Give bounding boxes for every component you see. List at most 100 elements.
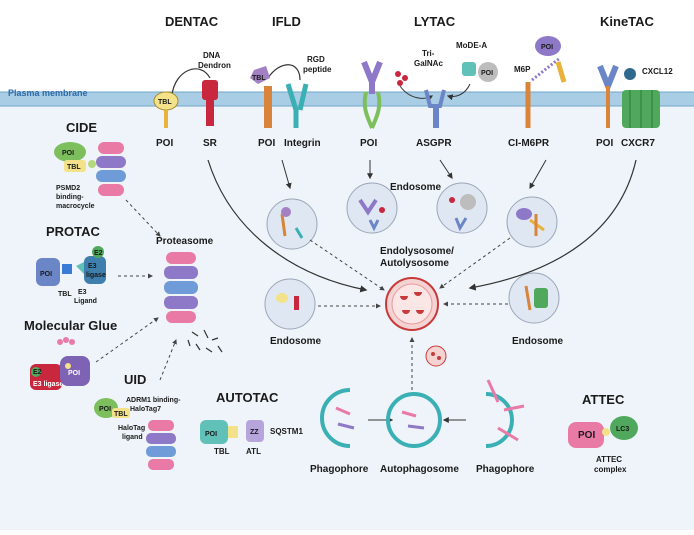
- dna-label: DNA: [203, 51, 221, 60]
- protac-tbl-label: TBL: [58, 291, 72, 298]
- phagophore-right-label: Phagophore: [476, 464, 535, 475]
- protac-title: PROTAC: [46, 224, 101, 239]
- endosome-cim6pr: [506, 196, 558, 248]
- arrow-uid: [159, 339, 177, 381]
- autotac-poi-label: POI: [205, 431, 217, 438]
- lytac-group: Tri- GalNAc MoDE-A POI POI ASGPR POI M6P…: [360, 36, 567, 149]
- sqstm1-label: SQSTM1: [270, 427, 303, 436]
- endosome-label-top: Endosome: [390, 182, 442, 193]
- halotag-label-2: ligand: [122, 434, 143, 441]
- mode-a-poi: [478, 62, 498, 82]
- cxcr7-label: CXCR7: [621, 138, 655, 149]
- antibody-shape: [361, 60, 383, 91]
- zz-label: ZZ: [250, 429, 259, 436]
- cide-poi-label: POI: [62, 150, 74, 157]
- tbl-label: TBL: [158, 99, 172, 106]
- endosome-lytac-2: [436, 182, 488, 234]
- autotac-title: AUTOTAC: [216, 390, 279, 405]
- attec-title: ATTEC: [582, 392, 625, 407]
- uid-proteasome: [146, 420, 176, 470]
- sr-receptor: [202, 80, 218, 100]
- binding-label: binding-: [56, 194, 84, 201]
- endolysosome-label: Endolysosome/: [380, 246, 454, 257]
- dendron-label: Dendron: [198, 61, 231, 70]
- arrow-kinetac: [468, 159, 637, 291]
- endosome-dentac: [264, 278, 316, 330]
- macrocycle-label: macrocycle: [56, 203, 95, 210]
- phagophore-left: [320, 388, 355, 448]
- cide-group: POI TBL PSMD2 binding- macrocycle: [54, 142, 126, 210]
- tri-label: Tri-: [422, 49, 435, 58]
- arrow-cide: [125, 199, 161, 237]
- uid-tbl-label: TBL: [114, 411, 128, 418]
- ifld-title: IFLD: [272, 14, 301, 29]
- mg-e3-ligase-label: E3 ligase: [33, 381, 63, 388]
- cim6pr-label: CI-M6PR: [508, 138, 550, 149]
- cide-proteasome: [96, 142, 126, 196]
- ifld-poi-shape: [264, 86, 272, 128]
- endolysosome: [385, 277, 439, 331]
- lytac-poi-shape: [362, 91, 382, 129]
- arrow-molecular-glue: [95, 317, 159, 363]
- autolysosome-label: Autolysosome: [380, 258, 449, 269]
- ifld-poi-label: POI: [258, 138, 275, 149]
- endosome-ifld: [266, 198, 318, 250]
- asgpr-label: ASGPR: [416, 138, 452, 149]
- proteasome-label: Proteasome: [156, 236, 214, 247]
- proteasome: [164, 252, 198, 323]
- e3-ligand-label-1: E3: [78, 289, 87, 296]
- mg-poi-label: POI: [68, 370, 80, 377]
- autotac-tbl-label: TBL: [214, 447, 230, 456]
- mg-e2-label: E2: [33, 369, 42, 376]
- uid-title: UID: [124, 372, 146, 387]
- rgd-label: RGD: [307, 55, 325, 64]
- uid-poi-label: POI: [99, 406, 111, 413]
- peptide-label: peptide: [303, 65, 332, 74]
- protac-poi-label: POI: [40, 271, 52, 278]
- cide-tbl-label: TBL: [67, 164, 81, 171]
- sr-label: SR: [203, 138, 218, 149]
- endosome-label-left: Endosome: [270, 336, 322, 347]
- galnac-label: GalNAc: [414, 59, 443, 68]
- molecular-glue-title: Molecular Glue: [24, 318, 117, 333]
- phagophore-left-label: Phagophore: [310, 464, 369, 475]
- mode-a-poi-label: POI: [481, 70, 493, 77]
- protac-ligase-label: ligase: [86, 272, 106, 279]
- halotag-label-1: HaloTag: [118, 425, 145, 432]
- autotac-group: POI ZZ SQSTM1 TBL ATL: [200, 420, 303, 456]
- cim6pr-poi: [535, 36, 561, 56]
- integrin-receptor: [285, 83, 309, 128]
- membrane-label: Plasma membrane: [8, 88, 88, 98]
- cide-title: CIDE: [66, 120, 97, 135]
- autophagosome-label: Autophagosome: [380, 464, 459, 475]
- plasma-membrane: [0, 91, 694, 107]
- ifld-group: RGD peptide TBL POI Integrin: [250, 55, 332, 149]
- atl-label: ATL: [246, 447, 261, 456]
- m6p-label: M6P: [514, 65, 531, 74]
- lytac-poi-label: POI: [360, 138, 377, 149]
- phagophore-right: [485, 379, 525, 448]
- adrm1-label-2: HaloTag7: [130, 406, 161, 413]
- endosome-label-right: Endosome: [512, 336, 564, 347]
- adrm1-label-1: ADRM1 binding-: [126, 397, 181, 404]
- arrow-ifld: [281, 159, 292, 190]
- endosome-lytac-1: [346, 182, 398, 234]
- autophagosome: [386, 392, 442, 448]
- mode-a-label: MoDE-A: [456, 41, 487, 50]
- cxcl12-label: CXCL12: [642, 67, 673, 76]
- peptide-fragments: [187, 329, 223, 353]
- attec-complex-label-2: complex: [594, 465, 627, 474]
- ifld-tbl-label: TBL: [252, 75, 266, 82]
- lysosome-small: [425, 345, 447, 367]
- molecular-glue-group: E3 ligase E2 POI: [30, 337, 90, 390]
- attec-complex-label-1: ATTEC: [596, 455, 622, 464]
- attec-group: POI LC3 ATTEC complex: [568, 416, 638, 474]
- arrow-asgpr: [439, 159, 453, 179]
- arrow-cim6pr: [529, 159, 547, 190]
- arrow-dentac: [207, 159, 368, 293]
- kinetac-poi-label: POI: [596, 138, 613, 149]
- protac-e3-label: E3: [88, 263, 97, 270]
- endosome-kinetac: [508, 272, 560, 324]
- dentac-group: DNA Dendron TBL POI SR: [153, 51, 231, 149]
